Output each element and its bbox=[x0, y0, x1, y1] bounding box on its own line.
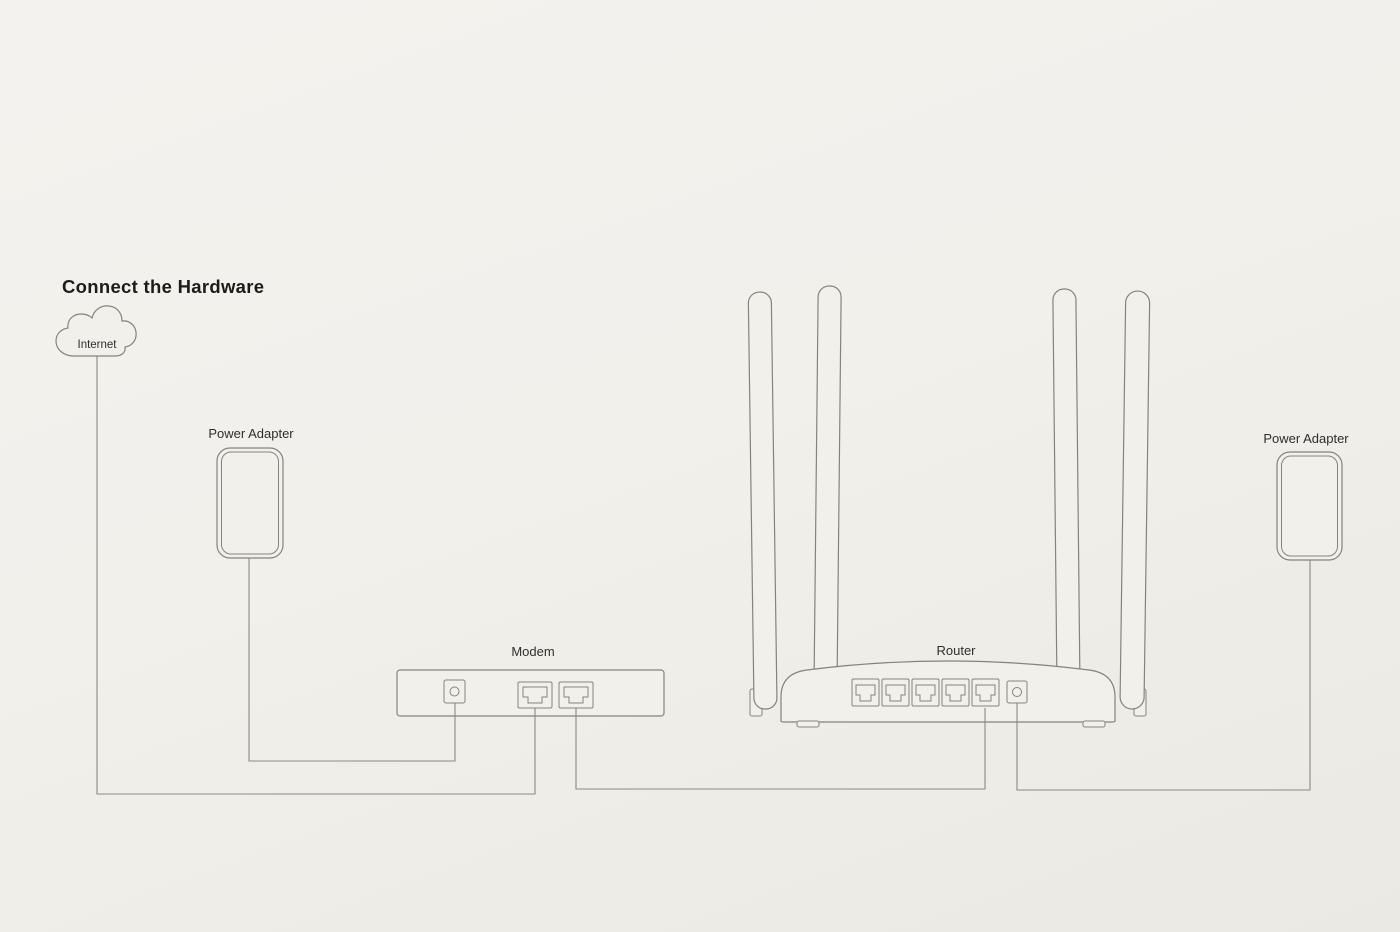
modem-port-1 bbox=[517, 681, 553, 709]
cable-adapter-to-modem bbox=[248, 558, 456, 762]
router-antenna-outer-left bbox=[747, 291, 778, 710]
router-port-1-jack bbox=[855, 684, 876, 702]
cable-router-to-adapter bbox=[1016, 560, 1311, 791]
router-port-3-jack bbox=[915, 684, 936, 702]
router-antenna-inner-left bbox=[813, 285, 842, 691]
router-port-2 bbox=[881, 678, 910, 707]
power-adapter-left-outer bbox=[216, 447, 284, 559]
router-foot-right bbox=[1082, 720, 1106, 728]
modem-port-2-jack bbox=[563, 686, 589, 704]
page-title: Connect the Hardware bbox=[62, 276, 265, 297]
cable-internet-to-modem bbox=[96, 356, 536, 795]
cable-modem-to-router bbox=[575, 706, 986, 790]
router-port-4 bbox=[941, 678, 970, 707]
modem-ports bbox=[443, 679, 594, 709]
power-adapter-left-shape bbox=[216, 447, 284, 559]
router-foot-left bbox=[796, 720, 820, 728]
power-adapter-right-shape bbox=[1276, 451, 1343, 561]
power-adapter-right-inner bbox=[1281, 455, 1338, 557]
router-power-port-pin bbox=[1012, 687, 1022, 697]
router-label: Router bbox=[936, 643, 976, 658]
power-adapter-right-label: Power Adapter bbox=[1263, 431, 1349, 446]
router-ports bbox=[851, 678, 1028, 707]
modem-port-2 bbox=[558, 681, 594, 709]
router-antenna-outer-right bbox=[1119, 290, 1151, 710]
router-antenna-inner-right bbox=[1052, 288, 1081, 691]
internet-cloud-icon bbox=[55, 305, 137, 357]
router-port-1 bbox=[851, 678, 880, 707]
router-port-3 bbox=[911, 678, 940, 707]
modem-port-1-jack bbox=[522, 686, 548, 704]
power-adapter-left-inner bbox=[221, 451, 279, 555]
router-port-2-jack bbox=[885, 684, 906, 702]
router-power-port bbox=[1006, 680, 1028, 704]
router-port-5 bbox=[971, 678, 1000, 707]
modem-power-port-pin bbox=[449, 686, 460, 697]
internet-label: Internet bbox=[77, 339, 117, 351]
power-adapter-left-label: Power Adapter bbox=[208, 426, 294, 441]
router-port-5-jack bbox=[975, 684, 996, 702]
modem-power-port bbox=[443, 679, 466, 704]
power-adapter-right-outer bbox=[1276, 451, 1343, 561]
modem-label: Modem bbox=[511, 644, 555, 659]
router-port-4-jack bbox=[945, 684, 966, 702]
